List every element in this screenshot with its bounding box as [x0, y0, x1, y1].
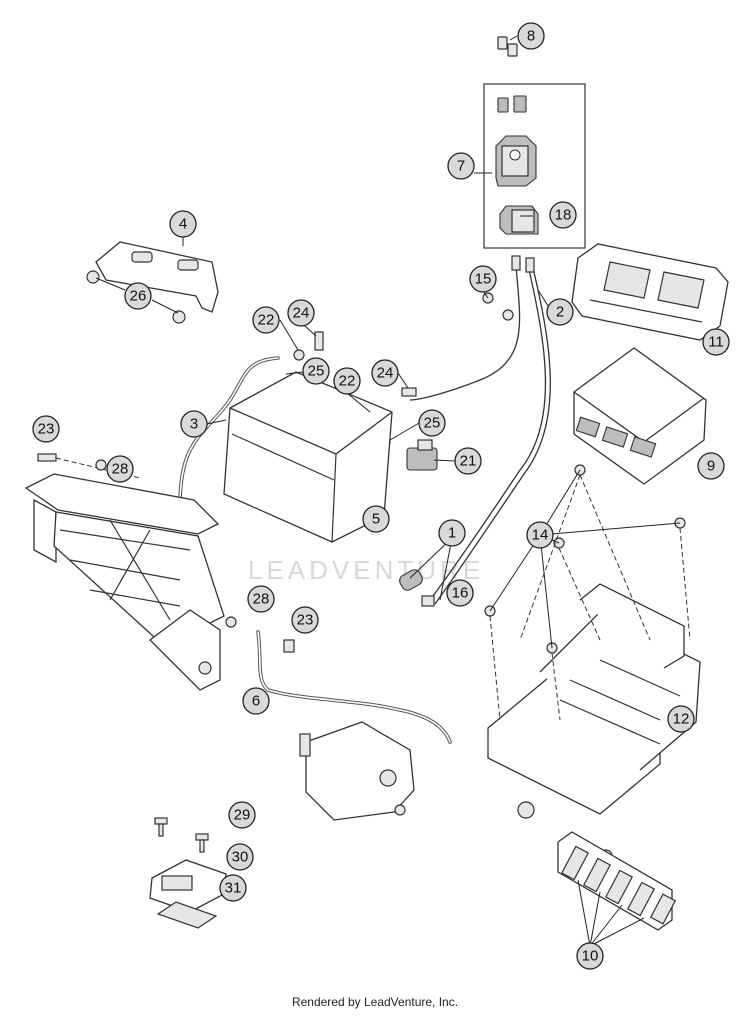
svg-text:31: 31 — [225, 880, 242, 897]
starter-motor[interactable] — [299, 721, 415, 821]
svg-text:8: 8 — [527, 28, 535, 45]
svg-text:21: 21 — [460, 453, 477, 470]
callout-31[interactable]: 31 — [219, 874, 247, 902]
fuse-pair-in-kit[interactable] — [497, 95, 527, 113]
svg-text:23: 23 — [38, 421, 55, 438]
battery-box-part-12[interactable] — [487, 583, 701, 863]
svg-text:28: 28 — [253, 591, 270, 608]
callout-7[interactable]: 7 — [447, 152, 475, 180]
svg-text:10: 10 — [582, 948, 599, 965]
ecu-unit-part-9[interactable] — [573, 347, 707, 485]
relay-kit-frame — [483, 83, 586, 249]
svg-text:1: 1 — [448, 525, 456, 542]
callout-28a[interactable]: 28 — [106, 455, 134, 483]
callout-8[interactable]: 8 — [517, 22, 545, 50]
callout-18[interactable]: 18 — [549, 201, 577, 229]
cable-lug-part-1[interactable] — [397, 568, 435, 607]
svg-text:24: 24 — [377, 365, 394, 382]
mounting-dash-lines — [489, 474, 691, 721]
callout-30[interactable]: 30 — [226, 843, 254, 871]
screw-part-29[interactable] — [154, 817, 209, 853]
svg-text:7: 7 — [457, 158, 465, 175]
subframe[interactable] — [24, 473, 225, 691]
svg-text:23: 23 — [297, 612, 314, 629]
svg-text:3: 3 — [190, 416, 198, 433]
callout-11[interactable]: 11 — [702, 328, 730, 356]
svg-text:22: 22 — [258, 312, 275, 329]
svg-text:18: 18 — [555, 207, 572, 224]
starter-cable-part-6[interactable] — [256, 630, 452, 744]
callout-24b[interactable]: 24 — [371, 359, 399, 387]
plate-part-31[interactable] — [156, 901, 218, 929]
svg-text:24: 24 — [293, 305, 310, 322]
callout-16[interactable]: 16 — [446, 579, 474, 607]
svg-text:30: 30 — [232, 849, 249, 866]
callout-22b[interactable]: 22 — [333, 367, 361, 395]
svg-text:5: 5 — [372, 511, 380, 528]
callout-25b[interactable]: 25 — [418, 409, 446, 437]
svg-text:6: 6 — [252, 693, 260, 710]
svg-text:12: 12 — [673, 711, 690, 728]
svg-text:25: 25 — [424, 415, 441, 432]
svg-text:15: 15 — [475, 271, 492, 288]
callout-6[interactable]: 6 — [242, 687, 270, 715]
svg-text:16: 16 — [452, 585, 469, 602]
svg-text:11: 11 — [708, 334, 724, 351]
bracket-part-4[interactable] — [95, 241, 219, 313]
callout-12[interactable]: 12 — [667, 705, 695, 733]
callout-28b[interactable]: 28 — [247, 585, 275, 613]
callout-22a[interactable]: 22 — [252, 306, 280, 334]
callout-29[interactable]: 29 — [228, 801, 256, 829]
callout-9[interactable]: 9 — [697, 452, 725, 480]
svg-text:4: 4 — [179, 216, 187, 233]
battery-part-5[interactable] — [223, 371, 393, 543]
fuse-part-8[interactable] — [497, 36, 518, 57]
callout-1[interactable]: 1 — [438, 519, 466, 547]
callout-23a[interactable]: 23 — [32, 415, 60, 443]
callout-4[interactable]: 4 — [169, 210, 197, 238]
terminal-part-21[interactable] — [406, 439, 438, 471]
footer-credit: Rendered by LeadVenture, Inc. — [291, 995, 459, 1009]
callout-21[interactable]: 21 — [454, 447, 482, 475]
watermark: LEADVENTURE — [248, 442, 484, 585]
callout-15[interactable]: 15 — [469, 265, 497, 293]
callout-14[interactable]: 14 — [526, 521, 554, 549]
callout-10[interactable]: 10 — [576, 942, 604, 970]
fuse-holder-part-10[interactable] — [557, 831, 677, 931]
svg-text:28: 28 — [112, 461, 129, 478]
svg-text:22: 22 — [339, 373, 356, 390]
relay-part-7[interactable] — [495, 135, 537, 187]
svg-text:25: 25 — [308, 363, 325, 380]
callout-26[interactable]: 26 — [124, 282, 152, 310]
svg-text:29: 29 — [234, 807, 251, 824]
watermark-text: LEADVENTURE — [248, 555, 484, 585]
callout-5[interactable]: 5 — [362, 505, 390, 533]
callout-3[interactable]: 3 — [180, 410, 208, 438]
callout-24a[interactable]: 24 — [287, 299, 315, 327]
svg-text:14: 14 — [532, 527, 549, 544]
ecu-cover-part-11[interactable] — [571, 243, 729, 341]
relay-cover-part-18[interactable] — [499, 205, 539, 235]
svg-text:26: 26 — [130, 288, 147, 305]
washer-part-28[interactable] — [95, 459, 237, 628]
cable-part-2[interactable] — [409, 255, 551, 605]
sensor-part-30[interactable] — [149, 859, 227, 913]
nut-part-26[interactable] — [86, 270, 186, 324]
callout-25a[interactable]: 25 — [302, 357, 330, 385]
svg-text:9: 9 — [707, 458, 715, 475]
callout-2[interactable]: 2 — [546, 298, 574, 326]
svg-text:2: 2 — [556, 304, 564, 321]
callout-23b[interactable]: 23 — [291, 606, 319, 634]
